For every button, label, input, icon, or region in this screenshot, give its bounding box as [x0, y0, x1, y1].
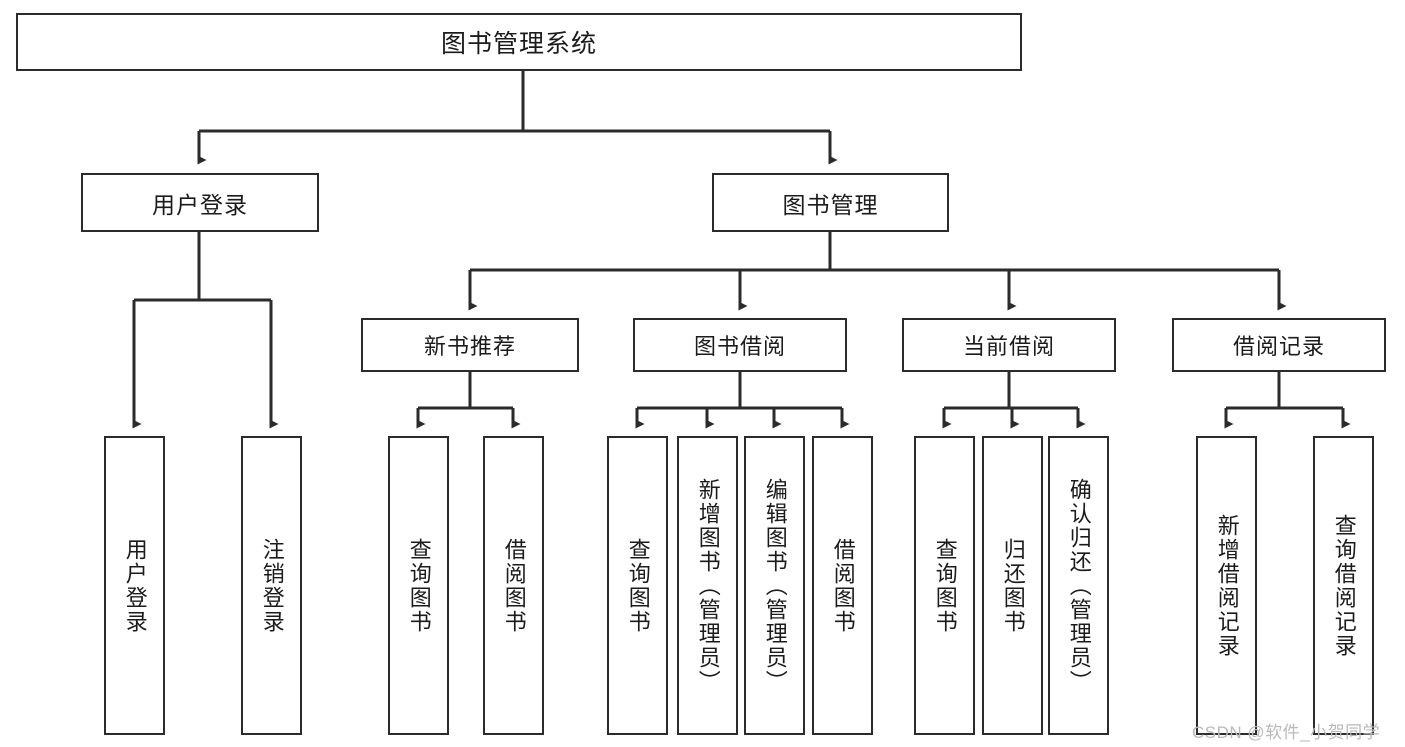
node-borrow-record[interactable]: 借阅记录 — [1172, 318, 1386, 372]
node-leaf-borrow-book[interactable]: 借阅图书 — [812, 436, 873, 735]
node-leaf-return-book-label: 归还图书 — [1000, 537, 1026, 634]
node-leaf-confirm-return[interactable]: 确认归还（管理员） — [1048, 436, 1109, 735]
node-current-borrow-label: 当前借阅 — [962, 334, 1055, 359]
node-book-borrow-label: 图书借阅 — [693, 334, 786, 359]
node-leaf-add-book[interactable]: 新增图书（管理员） — [677, 436, 738, 735]
node-book-manage[interactable]: 图书管理 — [712, 173, 949, 232]
node-leaf-query-book-borrow-label: 查询图书 — [625, 537, 651, 634]
node-leaf-logout[interactable]: 注销登录 — [241, 436, 302, 735]
node-user-login-label: 用户登录 — [152, 191, 248, 218]
node-book-borrow[interactable]: 图书借阅 — [633, 318, 847, 372]
node-root[interactable]: 图书管理系统 — [16, 13, 1022, 71]
node-leaf-user-login-label: 用户登录 — [122, 537, 148, 634]
node-leaf-query-book-rec-label: 查询图书 — [406, 537, 432, 634]
node-root-label: 图书管理系统 — [440, 30, 597, 58]
node-leaf-add-book-label: 新增图书（管理员） — [695, 477, 721, 694]
node-leaf-edit-book-label: 编辑图书（管理员） — [762, 477, 788, 694]
node-leaf-query-book-borrow[interactable]: 查询图书 — [607, 436, 668, 735]
node-leaf-borrow-book-rec[interactable]: 借阅图书 — [483, 436, 544, 735]
node-new-book-recommend-label: 新书推荐 — [423, 334, 516, 359]
node-book-manage-label: 图书管理 — [782, 191, 879, 218]
node-leaf-query-book-rec[interactable]: 查询图书 — [388, 436, 449, 735]
node-leaf-query-record[interactable]: 查询借阅记录 — [1313, 436, 1374, 735]
node-leaf-query-record-label: 查询借阅记录 — [1331, 513, 1357, 658]
node-leaf-borrow-book-label: 借阅图书 — [830, 537, 856, 634]
csdn-watermark: CSDN @软件_小贺同学 — [1192, 723, 1381, 742]
node-leaf-query-book-cur-label: 查询图书 — [932, 537, 958, 634]
node-leaf-add-record-label: 新增借阅记录 — [1214, 513, 1240, 658]
node-leaf-add-record[interactable]: 新增借阅记录 — [1196, 436, 1257, 735]
node-leaf-return-book[interactable]: 归还图书 — [982, 436, 1043, 735]
node-user-login[interactable]: 用户登录 — [81, 173, 319, 232]
node-leaf-logout-label: 注销登录 — [259, 537, 285, 634]
node-leaf-borrow-book-rec-label: 借阅图书 — [501, 537, 527, 634]
node-current-borrow[interactable]: 当前借阅 — [902, 318, 1116, 372]
node-leaf-edit-book[interactable]: 编辑图书（管理员） — [744, 436, 805, 735]
node-leaf-user-login[interactable]: 用户登录 — [104, 436, 165, 735]
node-leaf-confirm-return-label: 确认归还（管理员） — [1066, 477, 1092, 694]
node-borrow-record-label: 借阅记录 — [1232, 334, 1325, 359]
node-new-book-recommend[interactable]: 新书推荐 — [361, 318, 579, 372]
node-leaf-query-book-cur[interactable]: 查询图书 — [914, 436, 975, 735]
